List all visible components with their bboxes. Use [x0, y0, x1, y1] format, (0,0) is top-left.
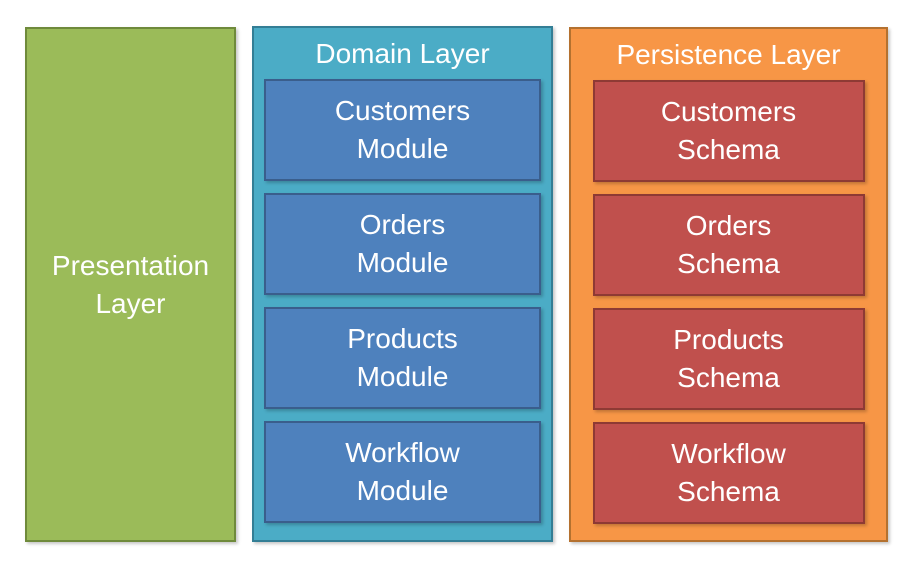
presentation-layer-box: Presentation Layer [25, 27, 236, 542]
domain-layer-title: Domain Layer [315, 37, 490, 69]
persistence-layer-box: Persistence Layer Customers Schema Order… [569, 27, 888, 542]
schema-box-orders: Orders Schema [592, 194, 865, 296]
module-label-line2: Module [356, 475, 449, 506]
schema-box-customers: Customers Schema [592, 80, 865, 182]
module-box-workflow: Workflow Module [264, 421, 541, 523]
presentation-layer-label: Presentation Layer [52, 247, 209, 322]
schema-label-line2: Schema [677, 476, 780, 507]
module-label-line1: Orders [359, 209, 446, 241]
module-box-orders: Orders Module [264, 193, 541, 295]
module-label-line2: Module [356, 247, 449, 278]
persistence-layer-title: Persistence Layer [616, 38, 841, 70]
schema-label-line2: Schema [677, 362, 780, 393]
module-box-products: Products Module [264, 307, 541, 409]
domain-layer-box: Domain Layer Customers Module Orders Mod… [252, 26, 553, 542]
schema-label-line1: Customers [660, 96, 797, 128]
module-label-line2: Module [356, 133, 449, 164]
schema-label-line1: Products [673, 324, 784, 356]
module-label-line2: Module [356, 361, 449, 392]
schema-label-line1: Orders [685, 210, 772, 242]
schema-label-line2: Schema [677, 134, 780, 165]
module-box-customers: Customers Module [264, 79, 541, 181]
module-label-line1: Products [347, 323, 458, 355]
schema-label-line1: Workflow [671, 438, 786, 470]
module-label-line1: Customers [334, 95, 471, 127]
schema-box-workflow: Workflow Schema [592, 422, 865, 524]
presentation-layer-label-line2: Layer [95, 287, 166, 319]
presentation-layer-label-line1: Presentation [51, 249, 210, 281]
schema-box-products: Products Schema [592, 308, 865, 410]
module-label-line1: Workflow [345, 437, 460, 469]
schema-label-line2: Schema [677, 248, 780, 279]
